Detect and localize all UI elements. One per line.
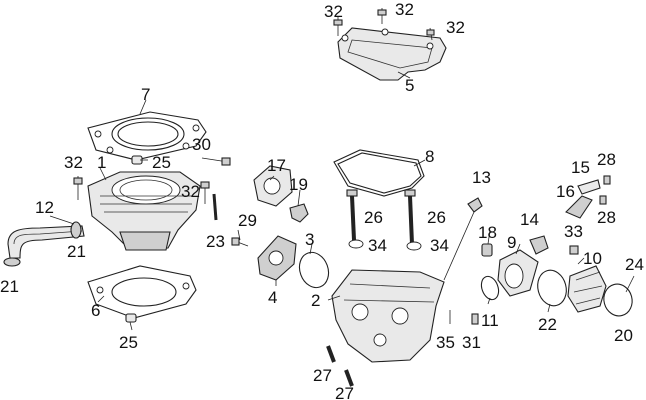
head-bolt-26-right (404, 189, 416, 245)
sensor-18 (481, 243, 493, 257)
callout-8: 8 (425, 147, 434, 166)
callout-14: 14 (520, 210, 539, 229)
callout-32-top-right: 32 (446, 18, 465, 37)
callout-25-top: 25 (152, 153, 171, 172)
washer-34-right (406, 241, 422, 251)
temp-sensor-19 (289, 203, 309, 223)
callout-19: 19 (289, 175, 308, 194)
callout-32-left: 32 (64, 153, 83, 172)
callout-34-right: 34 (430, 236, 449, 255)
callout-35: 35 (436, 333, 455, 352)
callout-21-left: 21 (0, 277, 19, 296)
thermostat-housing (253, 165, 293, 207)
bolt-33 (569, 245, 579, 255)
hose-clamp-21-left (3, 257, 21, 267)
valve-cover (337, 27, 447, 81)
callout-12: 12 (35, 198, 54, 217)
callout-27-lower: 27 (335, 384, 354, 400)
head-gasket (87, 111, 207, 161)
intake-boot-10 (567, 265, 607, 313)
callout-5: 5 (405, 76, 414, 95)
callout-30: 30 (192, 135, 211, 154)
dowel-25-bottom (125, 313, 137, 323)
cylinder-head (331, 269, 445, 363)
callout-34-left: 34 (368, 236, 387, 255)
bracket-16 (565, 195, 593, 219)
callout-11: 11 (481, 311, 499, 330)
stud-23 (212, 193, 218, 221)
callout-27-upper: 27 (313, 366, 332, 385)
bolt-28-lower (599, 195, 607, 205)
callout-24: 24 (625, 255, 644, 274)
callout-4: 4 (268, 288, 277, 307)
sensor-13 (443, 197, 483, 281)
hose-clamp-21-right (70, 221, 82, 239)
o-ring-11 (480, 275, 500, 301)
callout-6: 6 (91, 301, 100, 320)
callout-28-lower: 28 (597, 208, 616, 227)
callout-20: 20 (614, 326, 633, 345)
intake-manifold-9 (497, 249, 539, 297)
clamp-20 (603, 283, 633, 317)
callout-31: 31 (462, 333, 481, 352)
head-bolt-26-left (346, 189, 358, 241)
callout-7: 7 (141, 85, 150, 104)
callout-22: 22 (538, 315, 557, 334)
callout-21-right: 21 (67, 242, 86, 261)
callout-33: 33 (564, 222, 583, 241)
callout-10: 10 (583, 249, 602, 268)
callout-15: 15 (571, 158, 590, 177)
callout-26-right: 26 (427, 208, 446, 227)
coolant-hose (7, 225, 85, 259)
callout-18: 18 (478, 223, 497, 242)
bolt-32-right (200, 181, 210, 204)
callout-13: 13 (472, 168, 491, 187)
washer-34-left (348, 239, 364, 249)
bolt-30 (201, 157, 231, 166)
bolt-32-top-right (426, 27, 435, 41)
callout-1: 1 (97, 153, 106, 172)
callout-2: 2 (311, 291, 320, 310)
callout-23: 23 (206, 232, 225, 251)
cylinder (87, 171, 201, 251)
clamp-22 (537, 269, 567, 307)
callout-29: 29 (238, 211, 257, 230)
callout-32-right: 32 (181, 182, 200, 201)
injector-14 (529, 235, 549, 255)
valve-cover-gasket (333, 149, 425, 197)
bolt-32-left (73, 176, 83, 200)
bolt-24 (625, 275, 635, 293)
callout-32-top-left: 32 (324, 2, 343, 21)
stud-27-lower (344, 369, 354, 387)
callout-32-top-mid: 32 (395, 0, 414, 19)
callout-26-left: 26 (364, 208, 383, 227)
callout-9: 9 (507, 233, 516, 252)
o-ring-3 (298, 251, 330, 289)
bolt-28-upper (603, 175, 611, 185)
base-gasket (87, 265, 197, 319)
callout-25-bottom: 25 (119, 333, 138, 352)
bolt-29 (231, 237, 249, 247)
screw-31 (471, 313, 479, 325)
bracket-15 (577, 179, 601, 195)
water-pump-cover (257, 235, 297, 281)
leader-lines (49, 71, 585, 331)
callout-17: 17 (267, 156, 286, 175)
bolt-32-top-left (333, 16, 343, 36)
callout-3: 3 (305, 230, 314, 249)
stud-27-upper (326, 345, 336, 363)
bolt-32-top-mid (377, 8, 387, 24)
callout-16: 16 (556, 182, 575, 201)
callout-28-upper: 28 (597, 150, 616, 169)
